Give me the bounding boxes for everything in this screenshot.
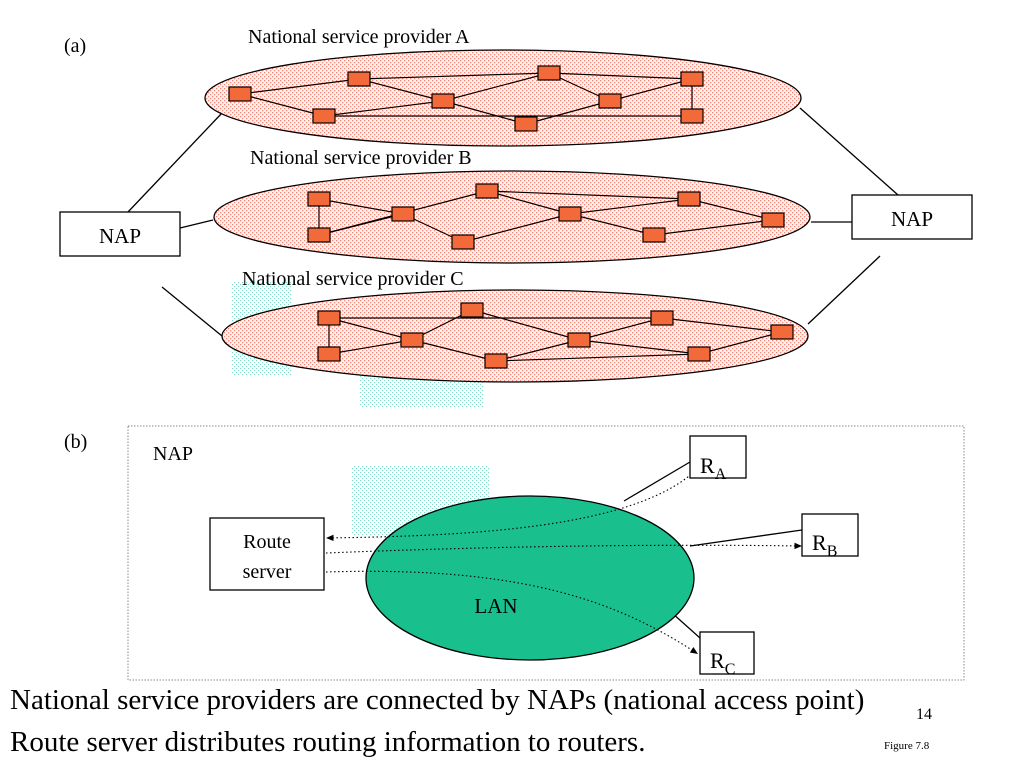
- route-server-label-line2: server: [243, 561, 292, 583]
- router-b-label: RB: [812, 530, 837, 560]
- panel-a-label: (a): [64, 35, 86, 57]
- nap-frame: [127, 425, 965, 681]
- router-node: [514, 116, 538, 132]
- router-node: [484, 353, 508, 369]
- router-node: [677, 191, 701, 207]
- figure-label: Figure 7.8: [884, 740, 930, 752]
- slide-number: 14: [916, 706, 932, 723]
- nap-right-label: NAP: [891, 207, 933, 231]
- router-c-box: [699, 631, 755, 675]
- router-node: [307, 227, 331, 243]
- router-node: [537, 65, 561, 81]
- router-node: [598, 93, 622, 109]
- provider-c-label: National service provider C: [242, 268, 464, 290]
- router-node: [228, 86, 252, 102]
- provider-b-label: National service provider B: [250, 147, 472, 169]
- lan-ellipse: [365, 495, 695, 661]
- nap-left-box: [59, 211, 181, 257]
- nap-left-label: NAP: [99, 224, 141, 248]
- router-node: [770, 324, 794, 340]
- router-a-label: RA: [700, 453, 727, 483]
- provider-c-ellipse: [221, 289, 809, 383]
- router-node: [642, 227, 666, 243]
- router-node: [680, 71, 704, 87]
- router-node: [312, 108, 336, 124]
- caption-line-2: Route server distributes routing informa…: [10, 726, 646, 758]
- nap-right-box: [851, 194, 973, 240]
- router-c-label: RC: [710, 648, 735, 678]
- provider-b-routers: [307, 183, 785, 250]
- provider-a-routers: [228, 65, 704, 132]
- router-node: [687, 346, 711, 362]
- provider-c-routers: [317, 302, 794, 369]
- provider-b-ellipse: [213, 170, 811, 264]
- router-node: [317, 346, 341, 362]
- router-node: [475, 183, 499, 199]
- router-node: [307, 191, 331, 207]
- nap-frame-title: NAP: [153, 443, 193, 465]
- route-server-label-line1: Route: [243, 531, 291, 553]
- router-node: [650, 310, 674, 326]
- provider-a-label: National service provider A: [248, 26, 470, 48]
- router-node: [391, 206, 415, 222]
- nap-links: [127, 107, 899, 337]
- lan-label: LAN: [474, 594, 517, 618]
- router-node: [400, 332, 424, 348]
- router-node: [761, 212, 785, 228]
- router-a-box: [689, 435, 747, 479]
- router-node: [451, 234, 475, 250]
- route-server-box: [209, 517, 325, 591]
- provider-a-links: [239, 72, 693, 125]
- router-node: [347, 71, 371, 87]
- router-node: [567, 332, 591, 348]
- router-node: [317, 310, 341, 326]
- provider-c-links: [328, 309, 783, 362]
- provider-a-ellipse: [204, 49, 802, 147]
- panel-b-label: (b): [64, 431, 87, 453]
- router-b-box: [801, 513, 859, 557]
- router-node: [680, 108, 704, 124]
- routing-info-arrows: [325, 465, 803, 655]
- router-node: [460, 302, 484, 318]
- router-node: [431, 93, 455, 109]
- caption-line-1: National service providers are connected…: [10, 684, 865, 716]
- router-node: [558, 206, 582, 222]
